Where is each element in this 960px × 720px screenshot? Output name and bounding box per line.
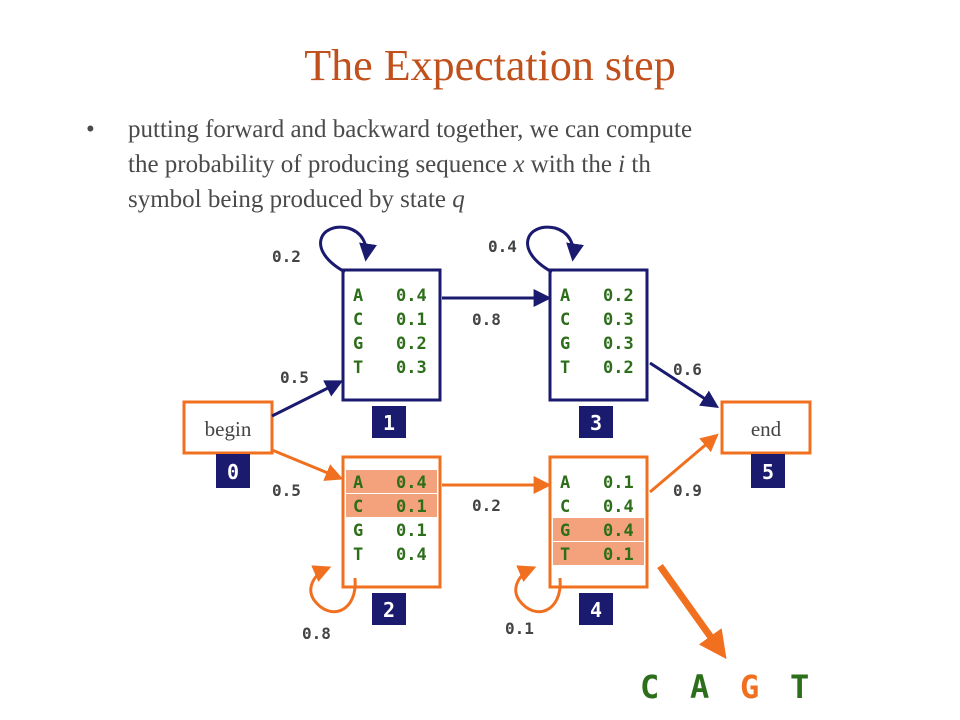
emission-symbol: C <box>353 497 363 517</box>
self-loop-4 <box>514 565 562 614</box>
emission-prob: 0.2 <box>603 286 634 306</box>
emission-symbol: C <box>560 310 570 330</box>
emission-symbol: A <box>353 473 363 493</box>
emission-symbol: T <box>353 358 363 378</box>
emission-prob: 0.4 <box>396 286 427 306</box>
transition-labels: 0.2 0.4 0.8 0.1 0.8 0.2 0.5 0.5 0.6 0.9 <box>272 237 702 643</box>
state-1-badge: 1 <box>383 411 395 435</box>
bullet-var-q: q <box>452 186 465 213</box>
end-label: end <box>751 417 782 441</box>
label-3-to-5: 0.6 <box>673 360 702 379</box>
emission-symbol: A <box>560 473 570 493</box>
bullet-line-2-pre: the probability of producing sequence <box>128 151 514 178</box>
label-self-4: 0.1 <box>505 619 534 638</box>
bullet-line-2-mid: with the <box>524 151 619 178</box>
transition-arrows <box>271 225 727 660</box>
emission-symbol: G <box>560 521 570 541</box>
state-2-badge: 2 <box>383 598 395 622</box>
emission-symbol: G <box>560 334 570 354</box>
arrow-0-to-1 <box>271 380 344 418</box>
label-0-to-2: 0.5 <box>272 481 301 500</box>
emission-prob: 0.2 <box>603 358 634 378</box>
label-self-3: 0.4 <box>488 237 517 256</box>
emission-pointer-arrow <box>657 563 727 660</box>
arrow-4-to-5 <box>649 433 719 494</box>
self-loop-3 <box>526 225 584 274</box>
emission-prob: 0.4 <box>603 521 634 541</box>
emission-prob: 0.3 <box>396 358 427 378</box>
emission-highlight <box>553 518 644 541</box>
emission-prob: 0.3 <box>603 334 634 354</box>
end-badge: 5 <box>762 460 774 484</box>
emission-prob: 0.3 <box>603 310 634 330</box>
emission-symbol: T <box>353 545 363 565</box>
end-node: end 5 <box>720 400 812 488</box>
state-3-box <box>548 268 649 402</box>
emission-symbol: G <box>353 521 363 541</box>
label-self-1: 0.2 <box>272 247 301 266</box>
emission-prob: 0.4 <box>396 545 427 565</box>
emission-prob: 0.1 <box>603 545 634 565</box>
self-loop-1 <box>319 225 377 274</box>
emission-prob: 0.4 <box>603 497 634 517</box>
state-1: A 0.4C 0.1G 0.2T 0.3 1 <box>341 268 442 438</box>
emission-prob: 0.2 <box>396 334 427 354</box>
emission-highlight <box>553 542 644 565</box>
slide-title: The Expectation step <box>304 41 676 90</box>
emission-symbol: G <box>353 334 363 354</box>
arrow-0-to-2 <box>271 448 344 481</box>
emission-symbol: A <box>353 286 363 306</box>
state-3-badge-bg <box>579 406 613 438</box>
emission-highlight <box>346 494 437 517</box>
bullet-text: putting forward and backward together, w… <box>128 112 888 217</box>
emission-symbol: C <box>560 497 570 517</box>
emission-highlight <box>346 470 437 493</box>
state-4-badge-bg <box>579 593 613 625</box>
state-1-badge-bg <box>372 406 406 438</box>
label-self-2: 0.8 <box>302 624 331 643</box>
begin-label: begin <box>205 417 252 441</box>
arrow-3-to-5 <box>649 361 720 408</box>
emission-symbol: T <box>560 358 570 378</box>
bullet-var-x: x <box>513 151 525 178</box>
sequence-symbol: C <box>640 668 659 706</box>
bullet-line-2: the probability of producing sequence x … <box>128 147 888 182</box>
state-1-box <box>341 268 442 402</box>
sequence-symbol: A <box>690 668 709 706</box>
bullet-line-3: symbol being produced by state q <box>128 182 888 217</box>
bullet-line-2-post: th <box>625 151 651 178</box>
sequence-symbol: T <box>790 668 809 706</box>
sequence-symbol: G <box>740 668 759 706</box>
state-3-badge: 3 <box>590 411 602 435</box>
bullet-symbol: • <box>86 116 95 143</box>
emission-prob: 0.1 <box>603 473 634 493</box>
emission-symbol: A <box>560 286 570 306</box>
emission-symbol: T <box>560 545 570 565</box>
bullet-line-3-pre: symbol being produced by state <box>128 186 453 213</box>
self-loop-2 <box>309 565 357 614</box>
state-2-badge-bg <box>372 593 406 625</box>
emission-prob: 0.1 <box>396 310 427 330</box>
emission-prob: 0.1 <box>396 497 427 517</box>
bullet-line-1: putting forward and backward together, w… <box>128 116 693 143</box>
label-4-to-5: 0.9 <box>673 481 702 500</box>
label-0-to-1: 0.5 <box>280 368 309 387</box>
begin-node: begin 0 <box>182 400 274 488</box>
state-4-badge: 4 <box>590 598 602 622</box>
emission-symbol: C <box>353 310 363 330</box>
bullet-var-i: i <box>618 151 626 178</box>
begin-badge: 0 <box>227 460 239 484</box>
label-2-to-4: 0.2 <box>472 496 501 515</box>
emission-prob: 0.4 <box>396 473 427 493</box>
label-1-to-3: 0.8 <box>472 310 501 329</box>
emission-prob: 0.1 <box>396 521 427 541</box>
